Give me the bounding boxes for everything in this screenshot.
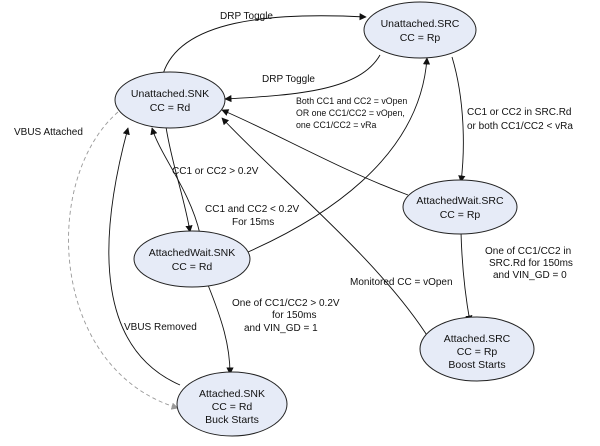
edge-drp-toggle-top [162,13,367,75]
label-snk-150-2: for 150ms [272,310,316,321]
label-drp-toggle-mid: DRP Toggle [262,74,315,85]
state-sublabel: CC = Rp [400,32,441,44]
state-sublabel: CC = Rd [150,102,191,114]
edge-cc-gt [165,126,193,233]
label-vopen-3: one CC1/CC2 = vRa [296,120,377,130]
state-label: Unattached.SRC [381,18,460,30]
state-unattached-src: Unattached.SRC CC = Rp [363,1,477,59]
edge-src-vopen [221,109,409,196]
label-src-rd-2: or both CC1/CC2 < vRa [467,121,573,132]
state-attachedwait-snk: AttachedWait.SNK CC = Rd [133,230,251,288]
state-note: Buck Starts [205,414,259,426]
state-sublabel: CC = Rd [212,401,253,413]
edge-snk-150 [207,284,234,375]
label-snk-150-3: and VIN_GD = 1 [244,323,318,334]
state-unattached-snk: Unattached.SNK CC = Rd [114,71,226,129]
label-monitored: Monitored CC = vOpen [350,277,453,288]
label-cc-lt-2: For 15ms [232,217,274,228]
label-cc-gt: CC1 or CC2 > 0.2V [172,166,259,177]
state-label: Unattached.SNK [131,88,209,100]
edge-vbus-attached [68,111,179,410]
edge-vbus-removed [108,127,181,386]
edge-snk-to-src [247,57,431,253]
label-src-150-2: SRC.Rd for 150ms [489,258,573,269]
state-label: AttachedWait.SNK [149,247,236,259]
label-cc-lt-1: CC1 and CC2 < 0.2V [205,204,300,215]
state-sublabel: CC = Rd [172,261,213,273]
state-sublabel: CC = Rp [457,346,498,358]
state-sublabel: CC = Rp [440,209,481,221]
label-vbus-removed: VBUS Removed [124,322,197,333]
state-attached-snk: Attached.SNK CC = Rd Buck Starts [176,371,288,437]
edge-src-150 [460,231,473,323]
state-attached-src: Attached.SRC CC = Rp Boost Starts [419,316,535,382]
state-note: Boost Starts [448,359,505,371]
label-vopen-1: Both CC1 and CC2 = vOpen [296,96,407,106]
state-label: AttachedWait.SRC [416,195,504,207]
state-label: Attached.SNK [199,388,265,400]
label-vopen-2: OR one CC1/CC2 = vOpen, [296,108,405,118]
label-src-rd-1: CC1 or CC2 in SRC.Rd [467,107,571,118]
edge-src-rd [451,56,466,183]
edge-drp-toggle-mid [224,54,381,103]
edge-cc-lt [150,127,201,235]
edge-monitored [221,117,431,341]
label-src-150-1: One of CC1/CC2 in [485,246,571,257]
label-vbus-attached: VBUS Attached [14,127,83,138]
state-label: Attached.SRC [444,333,511,345]
label-drp-toggle-top: DRP Toggle [220,11,273,22]
label-src-150-3: and VIN_GD = 0 [493,270,567,281]
state-attachedwait-src: AttachedWait.SRC CC = Rp [402,179,518,235]
label-snk-150-1: One of CC1/CC2 > 0.2V [232,298,340,309]
